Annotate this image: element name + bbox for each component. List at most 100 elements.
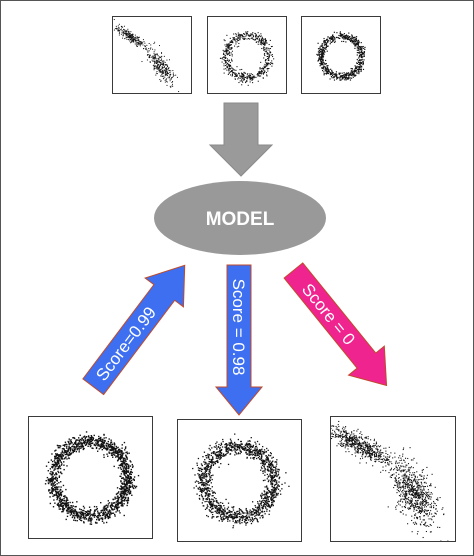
scatter-point <box>366 441 368 443</box>
scatter-point <box>51 482 54 484</box>
scatter-point <box>155 72 157 74</box>
scatter-point <box>264 459 266 462</box>
scatter-point <box>239 38 241 40</box>
scatter-point <box>262 72 264 74</box>
scatter-point <box>123 493 125 495</box>
scatter-point <box>351 75 353 77</box>
scatter-point <box>94 510 96 512</box>
scatter-point <box>252 445 254 447</box>
scatter-point <box>153 64 155 66</box>
scatter-point <box>267 460 270 462</box>
scatter-point <box>254 36 257 38</box>
scatter-point <box>129 465 132 467</box>
scatter-point <box>243 33 245 35</box>
scatter-point <box>355 440 357 442</box>
scatter-point <box>235 38 237 40</box>
scatter-point <box>262 77 264 79</box>
scatter-point <box>124 463 126 465</box>
scatter-point <box>260 449 262 451</box>
scatter-point <box>231 58 233 60</box>
scatter-point <box>267 498 269 501</box>
scatter-point <box>243 75 245 78</box>
scatter-point <box>154 66 156 68</box>
scatter-point <box>274 478 277 481</box>
scatter-point <box>238 42 240 44</box>
scatter-point <box>261 456 263 458</box>
scatter-point <box>270 478 273 480</box>
scatter-point <box>77 443 79 446</box>
scatter-point <box>236 447 239 449</box>
scatter-point <box>131 463 133 466</box>
scatter-point <box>225 446 227 448</box>
scatter-point <box>238 33 240 35</box>
scatter-point <box>116 497 119 499</box>
scatter-point <box>84 437 86 440</box>
scatter-point <box>161 58 163 60</box>
scatter-point <box>249 454 251 456</box>
scatter-point <box>361 449 363 451</box>
scatter-point <box>153 43 155 44</box>
scatter-point <box>160 80 162 82</box>
scatter-point <box>252 77 254 79</box>
scatter-point <box>268 43 270 46</box>
scatter-point <box>151 59 153 61</box>
scatter-point <box>229 62 231 64</box>
scatter-point <box>271 62 273 64</box>
scatter-point <box>212 507 214 510</box>
scatter-point <box>368 455 370 457</box>
scatter-point <box>220 457 222 460</box>
scatter-point <box>253 509 255 511</box>
scatter-point <box>100 445 102 448</box>
scatter-point <box>203 477 205 479</box>
scatter-point <box>363 59 365 61</box>
scatter-point <box>70 439 72 441</box>
scatter-point <box>119 512 121 514</box>
scatter-point <box>261 494 263 496</box>
scatter-point <box>51 460 54 463</box>
scatter-point <box>235 520 237 522</box>
scatter-point <box>124 29 126 31</box>
scatter-point <box>122 465 124 467</box>
scatter-point <box>276 470 278 472</box>
scatter-point <box>159 68 161 70</box>
scatter-point <box>150 44 152 46</box>
scatter-point <box>97 514 100 517</box>
scatter-point <box>51 487 53 489</box>
scatter-point <box>225 46 227 48</box>
scatter-point <box>255 35 257 37</box>
scatter-point <box>82 445 84 447</box>
scatter-point <box>254 504 256 507</box>
scatter-point <box>216 512 219 514</box>
scatter-point <box>351 68 353 70</box>
scatter-point <box>229 44 231 47</box>
scatter-point <box>47 482 50 484</box>
scatter-point <box>120 457 122 459</box>
scatter-point <box>102 445 104 447</box>
scatter-point <box>323 40 325 43</box>
scatter-point <box>331 69 333 72</box>
scatter-point <box>343 33 345 35</box>
scatter-point <box>200 468 203 471</box>
scatter-point <box>244 72 246 74</box>
scatter-point <box>209 477 211 479</box>
scatter-point <box>201 491 203 493</box>
scatter-point <box>235 74 237 77</box>
scatter-point <box>357 445 359 447</box>
scatter-point <box>228 70 230 72</box>
scatter-point <box>228 449 230 451</box>
scatter-point <box>155 53 157 55</box>
scatter-point <box>227 502 230 504</box>
scatter-point <box>239 80 241 82</box>
scatter-point <box>109 505 112 507</box>
scatter-point <box>139 45 141 47</box>
scatter-point <box>96 442 99 445</box>
scatter-point <box>274 488 276 490</box>
scatter-point <box>108 513 111 516</box>
scatter-point <box>146 59 148 61</box>
scatter-point <box>207 481 210 483</box>
scatter-point <box>234 448 236 450</box>
scatter-point <box>273 58 275 60</box>
scatter-point <box>88 442 91 444</box>
scatter-point <box>90 513 92 516</box>
scatter-point <box>93 434 95 437</box>
